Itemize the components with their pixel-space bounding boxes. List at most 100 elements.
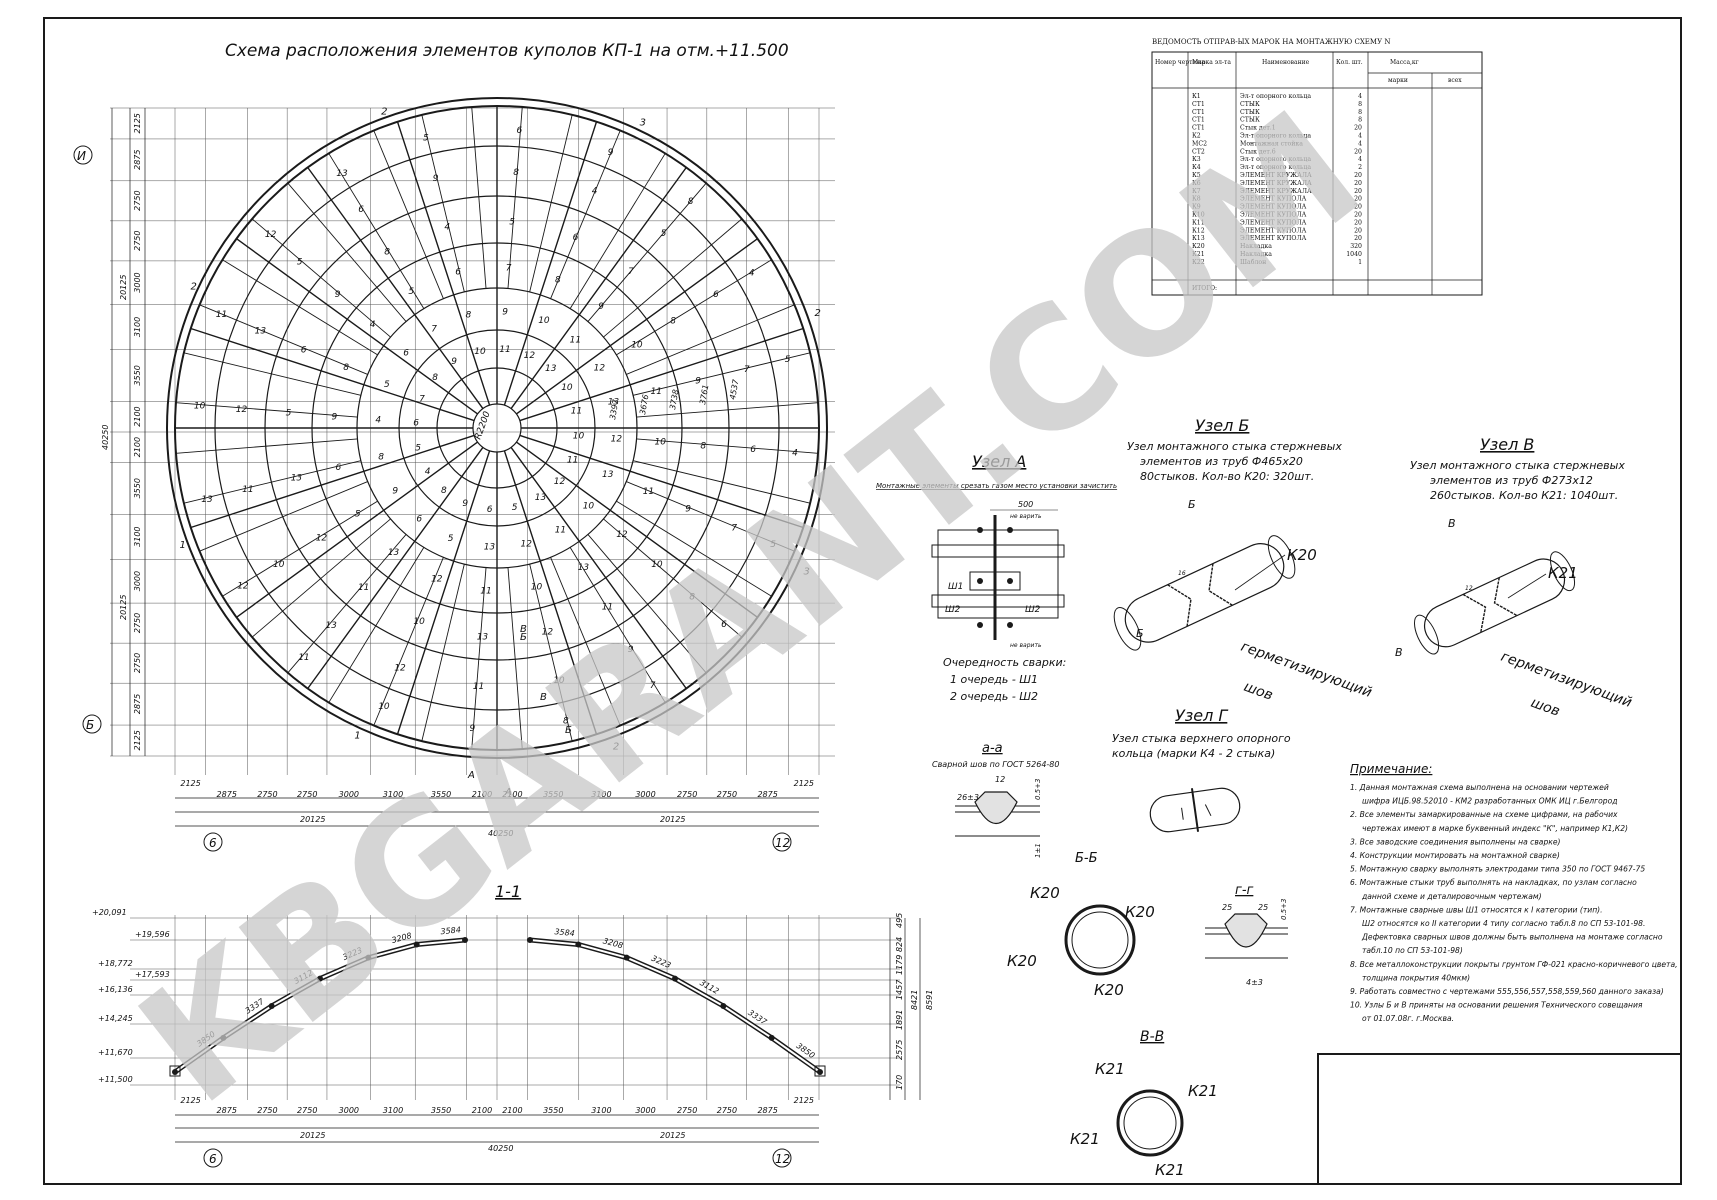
schedule-header-drawing: Номер чертежа — [1155, 59, 1206, 66]
plan-element-number: 10 — [553, 676, 565, 686]
plan-element-number: 6 — [336, 463, 342, 473]
section-11-right-dim: 2575 — [895, 1040, 904, 1060]
plan-element-number: 10 — [194, 402, 206, 412]
plan-left-dim: 2875 — [133, 694, 142, 714]
plan-element-number: 7 — [744, 365, 750, 375]
note-line: 4. Конструкции монтировать на монтажной … — [1350, 851, 1560, 860]
schedule-cell-mark: СТ1 — [1192, 125, 1205, 132]
plan-left-dim: 2125 — [133, 113, 142, 133]
note-line: 2. Все элементы замаркированные на схеме… — [1350, 810, 1618, 819]
plan-element-number: 5 — [286, 409, 292, 419]
plan-element-number: 5 — [415, 444, 421, 454]
plan-bottom-dim: 2750 — [297, 790, 317, 799]
section-11-joint — [527, 937, 533, 943]
plan-element-number: 11 — [571, 406, 582, 416]
plan-radial — [190, 434, 475, 529]
plan-element-number: 10 — [378, 702, 390, 712]
node-a-weld-1: Ш1 — [948, 582, 963, 592]
schedule-cell-qty: 20 — [1354, 180, 1362, 187]
plan-left-total: 20125 — [119, 275, 128, 300]
plan-element-number: 8 — [343, 363, 349, 373]
section-11-bottom-dim: 3100 — [383, 1106, 403, 1115]
schedule-cell-name: Эл-т опорного кольца — [1240, 93, 1311, 100]
section-gg-dim-1: 25 — [1222, 903, 1232, 912]
section-11-bottom-total: 20125 — [660, 1131, 685, 1140]
plan-element-number: 5 — [448, 534, 454, 544]
section-axis-bubble-6: 6 — [203, 1148, 223, 1168]
schedule-cell-name: ЭЛЕМЕНТ КУПОЛА — [1240, 196, 1307, 203]
node-b-cut-bottom: Б — [1136, 627, 1144, 640]
node-b-seam-label-2: шов — [1242, 679, 1275, 704]
plan-left-dim: 2750 — [133, 190, 142, 210]
plan-radial — [519, 327, 804, 422]
node-v-mark: К21 — [1548, 564, 1578, 582]
section-11-bottom-dim: 2750 — [297, 1106, 317, 1115]
plan-element-number: 9 — [695, 376, 701, 386]
plan-ring-mark: 2 — [381, 107, 387, 118]
plan-left-dim: 3100 — [133, 526, 142, 546]
svg-text:Б: Б — [86, 718, 94, 732]
section-11-level: +16,136 — [98, 985, 133, 994]
section-11-level: +14,245 — [98, 1014, 133, 1023]
plan-radial-dim: 3676 — [638, 394, 650, 416]
node-g-line-2: кольца (марки К4 - 2 стыка) — [1112, 747, 1275, 760]
node-a-title: Узел А — [972, 452, 1026, 471]
notes-lines: 1. Данная монтажная схема выполнена на о… — [1350, 783, 1678, 1023]
plan-radial-secondary — [251, 518, 391, 638]
plan-element-number: 12 — [554, 477, 566, 487]
section-11-level: +17,593 — [135, 970, 170, 979]
schedule-cell-name: ЭЛЕМЕНТ КРУЖАЛА — [1240, 172, 1312, 179]
schedule-cell-qty: 20 — [1354, 235, 1362, 242]
note-line: 10. Узлы Б и В приняты на основании реше… — [1350, 1001, 1643, 1010]
plan-radial-secondary — [222, 259, 378, 356]
plan-bottom-dim: 2750 — [257, 790, 277, 799]
note-line: 3. Все заводские соединения выполнены на… — [1350, 837, 1561, 846]
plan-element-number: 12 — [524, 351, 536, 361]
section-11-right-total: 8421 — [910, 990, 919, 1010]
plan-element-number: 10 — [631, 340, 643, 350]
plan-radial-secondary — [626, 481, 795, 552]
svg-text:12: 12 — [775, 836, 790, 850]
plan-element-number: 11 — [298, 653, 309, 663]
section-11-level: +11,500 — [98, 1075, 133, 1084]
plan-element-number: 10 — [273, 560, 285, 570]
plan-radial-secondary — [328, 153, 425, 309]
plan-element-number: 13 — [291, 474, 303, 484]
plan-radial — [519, 434, 804, 529]
schedule-cell-mark: МС2 — [1192, 140, 1207, 147]
schedule-cell-name: ЭЛЕМЕНТ КУПОЛА — [1240, 219, 1307, 226]
section-11-segment: 3208 — [602, 936, 624, 950]
plan-element-number: 5 — [661, 229, 667, 239]
plan-element-number: 8 — [378, 453, 384, 463]
section-11-bottom-dim: 2750 — [677, 1106, 697, 1115]
plan-bottom-dim: 2875 — [757, 790, 777, 799]
node-b-line-2: элементов из труб Ф465х20 — [1140, 455, 1303, 468]
plan-element-number: 11 — [480, 587, 491, 597]
plan-element-number: 8 — [555, 275, 561, 285]
schedule-cell-mark: К9 — [1192, 204, 1201, 211]
plan-section-mark: А — [467, 770, 475, 781]
plan-element-number: 6 — [721, 620, 727, 630]
schedule-cell-qty: 20 — [1354, 125, 1362, 132]
plan-radial-secondary — [287, 534, 407, 674]
section-11-bottom-dim: 2875 — [217, 1106, 237, 1115]
schedule-cell-mark: К6 — [1192, 180, 1201, 187]
plan-left-dim: 2750 — [133, 653, 142, 673]
plan-element-number: 8 — [563, 717, 569, 727]
schedule-cell-qty: 20 — [1354, 212, 1362, 219]
note-line: чертежах имеют в марке буквенный индекс … — [1362, 824, 1628, 833]
plan-element-number: 9 — [470, 724, 476, 734]
plan-element-number: 12 — [616, 530, 628, 540]
schedule-cell-qty: 320 — [1350, 243, 1362, 250]
plan-radial — [503, 121, 598, 406]
section-bb: Б-Б К20 К20 К20 К20 — [1007, 851, 1155, 999]
schedule-cell-name: ЭЛЕМЕНТ КУПОЛА — [1240, 212, 1307, 219]
section-11-arc — [529, 937, 822, 1075]
